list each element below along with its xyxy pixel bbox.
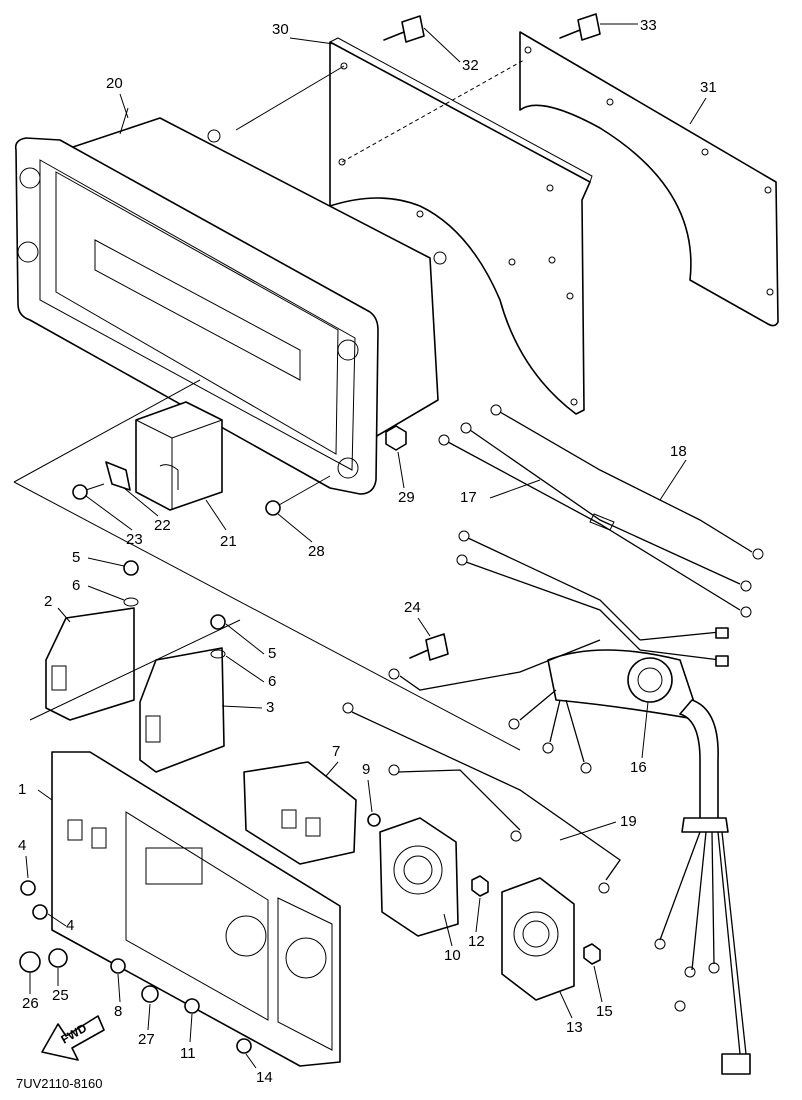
callout-29: 29	[398, 489, 415, 506]
callout-9: 9	[362, 761, 370, 778]
bracket-22	[105, 461, 131, 491]
washer-6b	[210, 649, 226, 659]
receptacle-10	[379, 817, 459, 937]
screw-33	[559, 13, 601, 41]
callout-4a: 4	[18, 837, 26, 854]
callout-6a: 6	[72, 577, 80, 594]
box-21	[135, 401, 223, 511]
harness-16	[456, 530, 751, 1075]
nut-12	[471, 875, 489, 897]
nut-29	[385, 425, 407, 451]
callout-4b: 4	[66, 917, 74, 934]
callout-11: 11	[180, 1045, 196, 1062]
screw-5a	[123, 560, 139, 576]
callout-24: 24	[404, 599, 421, 616]
callout-8: 8	[114, 1003, 122, 1020]
callout-20: 20	[106, 75, 123, 92]
callout-5b: 5	[268, 645, 276, 662]
callout-6b: 6	[268, 673, 276, 690]
callout-28: 28	[308, 543, 325, 560]
callout-13: 13	[566, 1019, 583, 1036]
nuts-25-26	[19, 948, 68, 973]
callout-15: 15	[596, 1003, 613, 1020]
callout-32: 32	[462, 57, 479, 74]
screw-5b	[210, 614, 226, 630]
diagram-code: 7UV2110-8160	[16, 1076, 103, 1091]
callout-22: 22	[154, 517, 171, 534]
callout-19: 19	[620, 813, 637, 830]
wire-17	[438, 422, 752, 618]
callout-1: 1	[18, 781, 26, 798]
nut-9	[367, 813, 381, 827]
screws-4	[20, 880, 48, 920]
screws-8-27-11-14	[110, 958, 252, 1054]
callout-16: 16	[630, 759, 647, 776]
callout-labels: 1 2 3 4 4 5 5 6 6 7 8 9 10 11 12 13 14 1…	[18, 17, 717, 1086]
callout-26: 26	[22, 995, 39, 1012]
callout-17: 17	[460, 489, 477, 506]
callout-14: 14	[256, 1069, 273, 1086]
receptacle-7	[243, 761, 357, 865]
nut-15	[583, 943, 601, 965]
screw-28	[265, 475, 331, 516]
breaker-3	[139, 647, 225, 773]
callout-7: 7	[332, 743, 340, 760]
callout-18: 18	[670, 443, 687, 460]
mounting-plate-30	[235, 37, 593, 415]
wire-18	[490, 404, 764, 560]
receptacle-13	[501, 877, 575, 1001]
callout-5a: 5	[72, 549, 80, 566]
callout-30: 30	[272, 21, 289, 38]
callout-33: 33	[640, 17, 657, 34]
callout-27: 27	[138, 1031, 155, 1048]
screw-32	[383, 15, 425, 43]
front-panel-1	[51, 751, 341, 1067]
control-box-20	[14, 107, 447, 495]
bolt-24	[409, 633, 449, 661]
callout-31: 31	[700, 79, 717, 96]
fwd-arrow-icon: FWD	[41, 1015, 105, 1061]
callout-2: 2	[44, 593, 52, 610]
wire-19	[342, 639, 621, 894]
gasket-plate-31	[519, 31, 779, 327]
leader-lines	[25, 23, 707, 1069]
callout-3: 3	[266, 699, 274, 716]
callout-23: 23	[126, 531, 143, 548]
breaker-2	[45, 607, 135, 721]
screw-23	[72, 483, 105, 500]
callout-10: 10	[444, 947, 461, 964]
callout-21: 21	[220, 533, 237, 550]
callout-25: 25	[52, 987, 69, 1004]
callout-12: 12	[468, 933, 485, 950]
washer-6a	[123, 597, 139, 607]
